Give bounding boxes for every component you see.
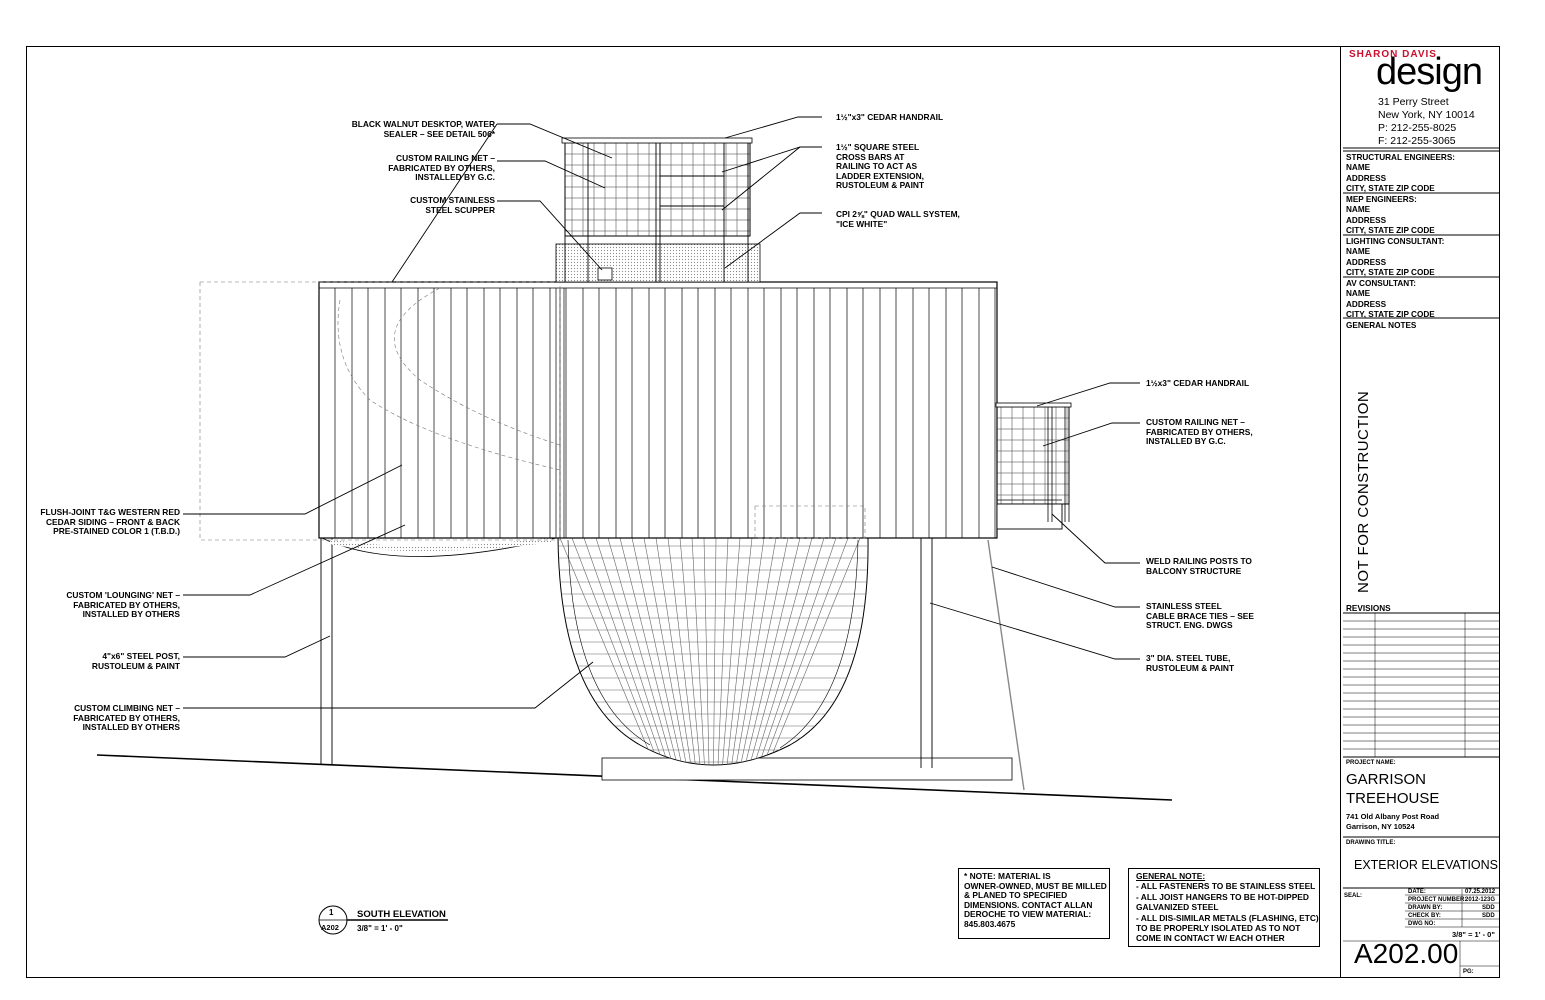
- callout-steel-post: 4"x6" STEEL POST, RUSTOLEUM & PAINT: [91, 651, 180, 671]
- net-strand: [721, 538, 741, 765]
- sheet-number: A202.00: [1354, 938, 1459, 969]
- meta-label: CHECK BY:: [1408, 913, 1441, 919]
- cabin-box: [199, 281, 998, 541]
- view-number: 1: [329, 908, 334, 917]
- meta-table-rules: [1343, 889, 1500, 978]
- page-label: PG:: [1463, 969, 1474, 975]
- sheet-scale: 3/8" = 1' - 0": [1452, 930, 1495, 939]
- project-name: GARRISON TREEHOUSE: [1346, 771, 1440, 807]
- meta-value: SDD: [1482, 913, 1495, 919]
- drawing-title-label: DRAWING TITLE:: [1346, 840, 1396, 846]
- meta-value: 07.25.2012: [1465, 889, 1496, 895]
- meta-value: SDD: [1482, 905, 1495, 911]
- consultant-av: AV CONSULTANT: NAME ADDRESS CITY, STATE …: [1346, 279, 1435, 320]
- material-note-box: [958, 868, 1110, 939]
- meta-label: PROJECT NUMBER:: [1408, 897, 1467, 903]
- cable-brace: [987, 539, 1025, 791]
- callout-handrail-side: 1½x3" CEDAR HANDRAIL: [1146, 378, 1250, 388]
- view-scale: 3/8" = 1' - 0": [357, 924, 403, 933]
- sheet-border: [26, 46, 1500, 978]
- net-strand: [725, 538, 753, 765]
- callout-siding: FLUSH-JOINT T&G WESTERN RED CEDAR SIDING…: [40, 507, 180, 537]
- callout-railing-net-top: CUSTOM RAILING NET – FABRICATED BY OTHER…: [388, 153, 495, 183]
- net-strand: [595, 538, 672, 765]
- net-strand: [755, 538, 837, 765]
- net-strand: [738, 538, 789, 765]
- general-note-item: - ALL JOIST HANGERS TO BE HOT-DIPPED: [1136, 891, 1309, 902]
- title-block: [1340, 46, 1500, 978]
- top-railing: [555, 137, 761, 283]
- net-strand: [759, 538, 849, 765]
- general-note-item: TO BE PROPERLY ISOLATED AS TO NOT: [1136, 923, 1301, 934]
- net-strand: [571, 538, 664, 765]
- net-strand: [734, 538, 777, 765]
- brand-logo: design: [1376, 51, 1483, 93]
- net-strand: [717, 538, 729, 765]
- general-note-item: - ALL FASTENERS TO BE STAINLESS STEEL: [1136, 881, 1316, 892]
- seal-label: SEAL:: [1344, 893, 1362, 899]
- net-strand: [643, 538, 689, 765]
- project-address: 741 Old Albany Post Road Garrison, NY 10…: [1346, 812, 1440, 831]
- material-note: * NOTE: MATERIAL IS OWNER-OWNED, MUST BE…: [964, 871, 1107, 929]
- net-strand: [746, 538, 813, 765]
- net-strand: [607, 538, 676, 765]
- general-note-item: GALVANIZED STEEL: [1136, 902, 1219, 913]
- meta-label: DATE:: [1408, 889, 1426, 895]
- callout-steel-tube: 3" DIA. STEEL TUBE, RUSTOLEUM & PAINT: [1146, 653, 1235, 673]
- not-for-construction-stamp: NOT FOR CONSTRUCTION: [1355, 390, 1372, 593]
- brand-top: SHARON DAVIS: [1349, 49, 1437, 60]
- net-strand: [559, 538, 660, 765]
- net-strand: [631, 538, 685, 765]
- scupper: [597, 267, 613, 281]
- footing: [601, 757, 1013, 781]
- drawing-title: EXTERIOR ELEVATIONS: [1354, 858, 1499, 872]
- project-name-label: PROJECT NAME:: [1346, 760, 1396, 766]
- net-strand: [679, 538, 702, 765]
- net-strand: [583, 538, 668, 765]
- callout-weld-posts: WELD RAILING POSTS TO BALCONY STRUCTURE: [1146, 556, 1252, 576]
- general-note-item: COME IN CONTACT W/ EACH OTHER: [1136, 933, 1285, 944]
- general-note-item: - ALL DIS-SIMILAR METALS (FLASHING, ETC): [1136, 912, 1319, 923]
- callout-quad-wall: CPI 2⅝" QUAD WALL SYSTEM, "ICE WHITE": [836, 209, 960, 229]
- callout-scupper: CUSTOM STAINLESS STEEL SCUPPER: [410, 195, 495, 215]
- callout-lounging-net: CUSTOM 'LOUNGING' NET – FABRICATED BY OT…: [66, 590, 180, 620]
- callout-cable-ties: STAINLESS STEEL CABLE BRACE TIES – SEE S…: [1146, 601, 1254, 631]
- view-bubble: [318, 905, 448, 935]
- general-note-box: [1128, 868, 1320, 947]
- net-strand: [619, 538, 681, 765]
- net-strand: [742, 538, 801, 765]
- consultant-mep: MEP ENGINEERS: NAME ADDRESS CITY, STATE …: [1346, 195, 1435, 236]
- net-strand: [750, 538, 825, 765]
- callout-railing-net-side: CUSTOM RAILING NET – FABRICATED BY OTHER…: [1146, 417, 1253, 447]
- callout-handrail-top: 1½"x3" CEDAR HANDRAIL: [836, 112, 944, 122]
- net-strand: [713, 538, 717, 765]
- consultant-lighting: LIGHTING CONSULTANT: NAME ADDRESS CITY, …: [1346, 237, 1445, 278]
- callout-desktop: BLACK WALNUT DESKTOP, WATER SEALER – SEE…: [351, 119, 495, 139]
- meta-label: DRAWN BY:: [1408, 905, 1443, 911]
- net-strand: [667, 538, 697, 765]
- net-strand: [763, 538, 861, 765]
- leader-lines: [183, 116, 1140, 709]
- net-strand: [655, 538, 693, 765]
- steel-posts: [320, 538, 933, 768]
- general-note: GENERAL NOTE: - ALL FASTENERS TO BE STAI…: [1136, 871, 1319, 944]
- climbing-net-pod: [557, 537, 869, 766]
- firm-address: 31 Perry Street New York, NY 10014 P: 21…: [1378, 96, 1475, 147]
- meta-value: 2012-123G: [1465, 897, 1496, 903]
- callout-cross-bars: 1½" SQUARE STEEL CROSS BARS AT RAILING T…: [836, 142, 925, 191]
- side-balcony: [995, 402, 1072, 530]
- net-strand: [703, 538, 710, 765]
- callout-climbing-net: CUSTOM CLIMBING NET – FABRICATED BY OTHE…: [73, 703, 180, 733]
- consultant-structural: STRUCTURAL ENGINEERS: NAME ADDRESS CITY,…: [1346, 153, 1456, 194]
- view-sheet-ref: A202: [321, 923, 339, 932]
- net-strand: [729, 538, 765, 765]
- view-title: SOUTH ELEVATION: [357, 909, 446, 920]
- net-strand: [691, 538, 706, 765]
- general-notes-heading: GENERAL NOTES: [1346, 321, 1417, 330]
- meta-label: DWG NO:: [1408, 921, 1436, 927]
- general-note-heading: GENERAL NOTE:: [1136, 871, 1206, 881]
- revisions-heading: REVISIONS: [1346, 604, 1391, 613]
